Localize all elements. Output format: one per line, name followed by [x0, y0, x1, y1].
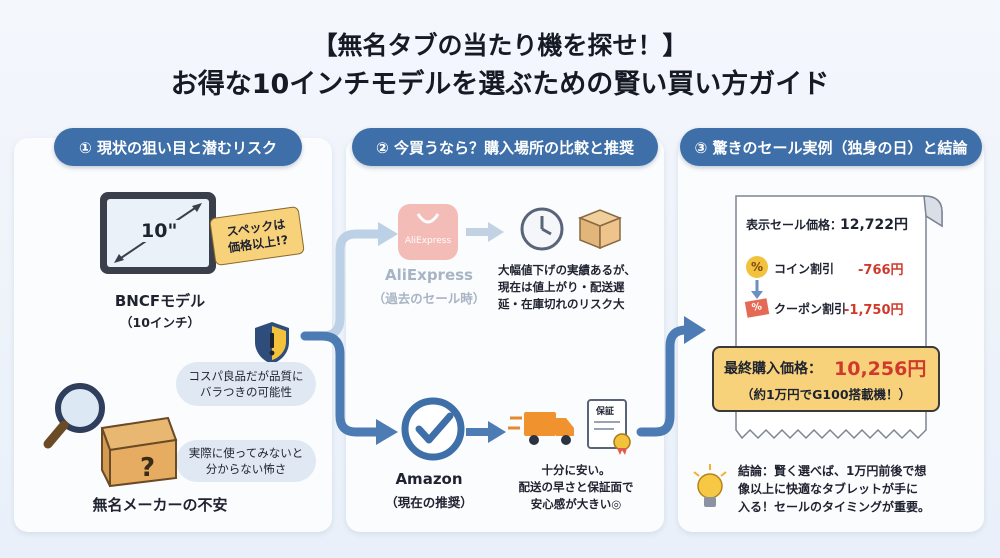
aliexpress-name: AliExpress [385, 266, 473, 284]
cardboard-box-icon: ? [100, 416, 178, 488]
amazon-reason-note: 十分に安い。 配送の早さと保証面で 安心感が大きい◎ [518, 463, 634, 511]
aliexpress-logo: AliExpress [398, 204, 458, 260]
warranty-label: 保証 [596, 407, 615, 417]
delivery-truck-icon [508, 412, 574, 445]
page-title-line2: お得な10インチモデルを選ぶための賢い買い方ガイド [170, 69, 830, 100]
coupon-discount-label: クーポン割引 [774, 302, 847, 316]
conclusion-text: 結論：賢く選べば、1万円前後で想 像以上に快適なタブレットが手に 入る！セールの… [738, 464, 931, 514]
coupon-discount-value: -1,750円 [844, 303, 904, 318]
section2-panel [346, 138, 664, 532]
clock-icon [520, 207, 564, 251]
quality-risk-bubble: コスパ良品だが品質に バラつきの可能性 [176, 362, 316, 406]
final-price-box: 最終購入価格： 10,256円 （約1万円でG100搭載機！） [712, 346, 940, 412]
final-price-label: 最終購入価格： [724, 361, 822, 377]
amazon-check-icon [401, 397, 465, 461]
noname-maker-concern: 無名メーカーの不安 [92, 496, 228, 514]
final-price-note: （約1万円でG100搭載機！） [740, 387, 912, 402]
svg-text:?: ? [140, 453, 155, 483]
model-name: BNCFモデル [114, 292, 206, 310]
shopping-bag-icon [416, 213, 440, 224]
lightbulb-icon [693, 464, 727, 507]
aliexpress-logo-text: AliExpress [404, 236, 452, 246]
coin-discount-label: コイン割引 [774, 262, 835, 276]
amazon-name: Amazon [395, 470, 463, 488]
section2-header: ② 今買うなら？購入場所の比較と推奨 [352, 128, 658, 166]
warning-shield-icon [255, 322, 289, 364]
coin-discount-value: -766円 [858, 263, 904, 278]
section1-header: ① 現状の狙い目と潜むリスク [54, 128, 302, 166]
box-and-magnifier-illustration: ? [43, 383, 178, 488]
unknown-risk-bubble: 実際に使ってみないと 分からない怖さ [176, 440, 316, 482]
aliexpress-sub: （過去のセール時） [372, 291, 486, 306]
model-size-note: （10インチ） [120, 315, 200, 330]
coin-icon: % [746, 256, 768, 278]
page-title-line1: 【無名タブの当たり機を探せ！】 [312, 31, 688, 60]
display-price-label: 表示セール価格： [746, 218, 843, 232]
arrow-down-icon [751, 280, 763, 299]
amazon-sub: （現在の推奨） [385, 495, 473, 510]
parcel-box-icon [577, 209, 623, 250]
screen-size-label: 10" [138, 220, 181, 242]
tablet-illustration: 10" [98, 190, 218, 276]
section3-header: ③ 驚きのセール実例（独身の日）と結論 [680, 128, 982, 166]
final-price-value: 10,256円 [834, 358, 927, 380]
magnifier-icon [43, 383, 105, 449]
warranty-certificate-icon [587, 399, 631, 455]
display-price-value: 12,722円 [840, 217, 909, 233]
aliexpress-risk-note: 大幅値下げの実績あるが、 現在は値上がり・配送遅 延・在庫切れのリスク大 [498, 263, 636, 311]
